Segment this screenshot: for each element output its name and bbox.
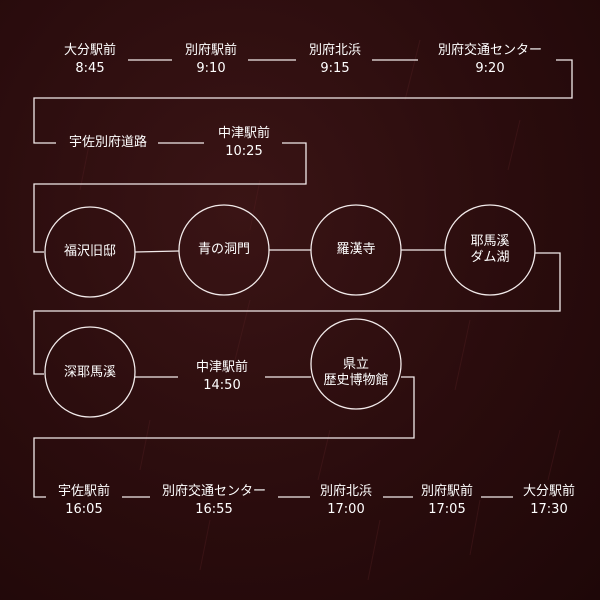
stop-time: 9:20 (475, 61, 505, 76)
stop-label: 別府北浜 17:00 (320, 483, 372, 519)
stop-time: 17:30 (530, 502, 568, 517)
stop-time: 14:50 (203, 378, 241, 393)
route-segment (134, 250, 180, 253)
stop-name: 別府駅前 (184, 43, 238, 58)
stop-time: 16:55 (195, 502, 233, 517)
sight-label: 福沢旧邸 (64, 244, 116, 260)
stop-label: 別府交通センター 9:20 (438, 42, 542, 78)
sight-label: 羅漢寺 (336, 242, 375, 258)
sight-name: 羅漢寺 (336, 242, 376, 257)
route-connector (33, 376, 415, 498)
route-connector (33, 142, 307, 253)
stop-label: 別府交通センター 16:55 (162, 483, 266, 519)
sight-name: 深耶馬溪 (63, 365, 117, 380)
stop-name: 別府北浜 (319, 484, 373, 499)
sight-label: 青の洞門 (198, 242, 250, 258)
stop-time: 8:45 (75, 61, 105, 76)
stop-time: 9:10 (196, 61, 226, 76)
sight-label: 耶馬溪 ダム湖 (470, 234, 509, 266)
sight-name-line: ダム湖 (470, 250, 510, 265)
sight-name-line: 耶馬溪 (470, 234, 510, 249)
stop-label: 大分駅前 8:45 (64, 42, 116, 78)
stop-label: 中津駅前 10:25 (218, 125, 270, 161)
stop-name: 中津駅前 (217, 126, 271, 141)
stop-time: 17:00 (327, 502, 365, 517)
sight-name: 福沢旧邸 (63, 244, 117, 259)
stop-time: 9:15 (320, 61, 350, 76)
stop-label: 宇佐駅前 16:05 (58, 483, 110, 519)
sight-label: 県立 歴史博物館 (323, 357, 388, 389)
stop-name: 別府交通センター (437, 43, 543, 58)
stop-name: 宇佐別府道路 (68, 135, 148, 150)
sight-name-line: 歴史博物館 (323, 373, 389, 388)
stop-time: 17:05 (428, 502, 466, 517)
sight-name: 青の洞門 (197, 242, 251, 257)
stop-name: 別府交通センター (161, 484, 267, 499)
stop-name: 別府北浜 (308, 43, 362, 58)
sight-label: 深耶馬溪 (64, 365, 116, 381)
stop-name: 大分駅前 (63, 43, 117, 58)
station-circle (310, 318, 402, 410)
stop-name: 中津駅前 (195, 360, 249, 375)
stop-name: 別府駅前 (420, 484, 474, 499)
route-connector (33, 252, 561, 375)
route-connector (33, 59, 573, 144)
stop-name: 大分駅前 (522, 484, 576, 499)
stop-label: 大分駅前 17:30 (523, 483, 575, 519)
stop-label: 宇佐別府道路 (69, 134, 147, 152)
stop-label: 別府駅前 17:05 (421, 483, 473, 519)
station-circle (44, 326, 136, 418)
stop-time: 10:25 (225, 144, 263, 159)
stop-name: 宇佐駅前 (57, 484, 111, 499)
stop-label: 中津駅前 14:50 (196, 359, 248, 395)
sight-name-line: 県立 (342, 357, 370, 372)
stop-time: 16:05 (65, 502, 103, 517)
stop-label: 別府北浜 9:15 (309, 42, 361, 78)
stop-label: 別府駅前 9:10 (185, 42, 237, 78)
